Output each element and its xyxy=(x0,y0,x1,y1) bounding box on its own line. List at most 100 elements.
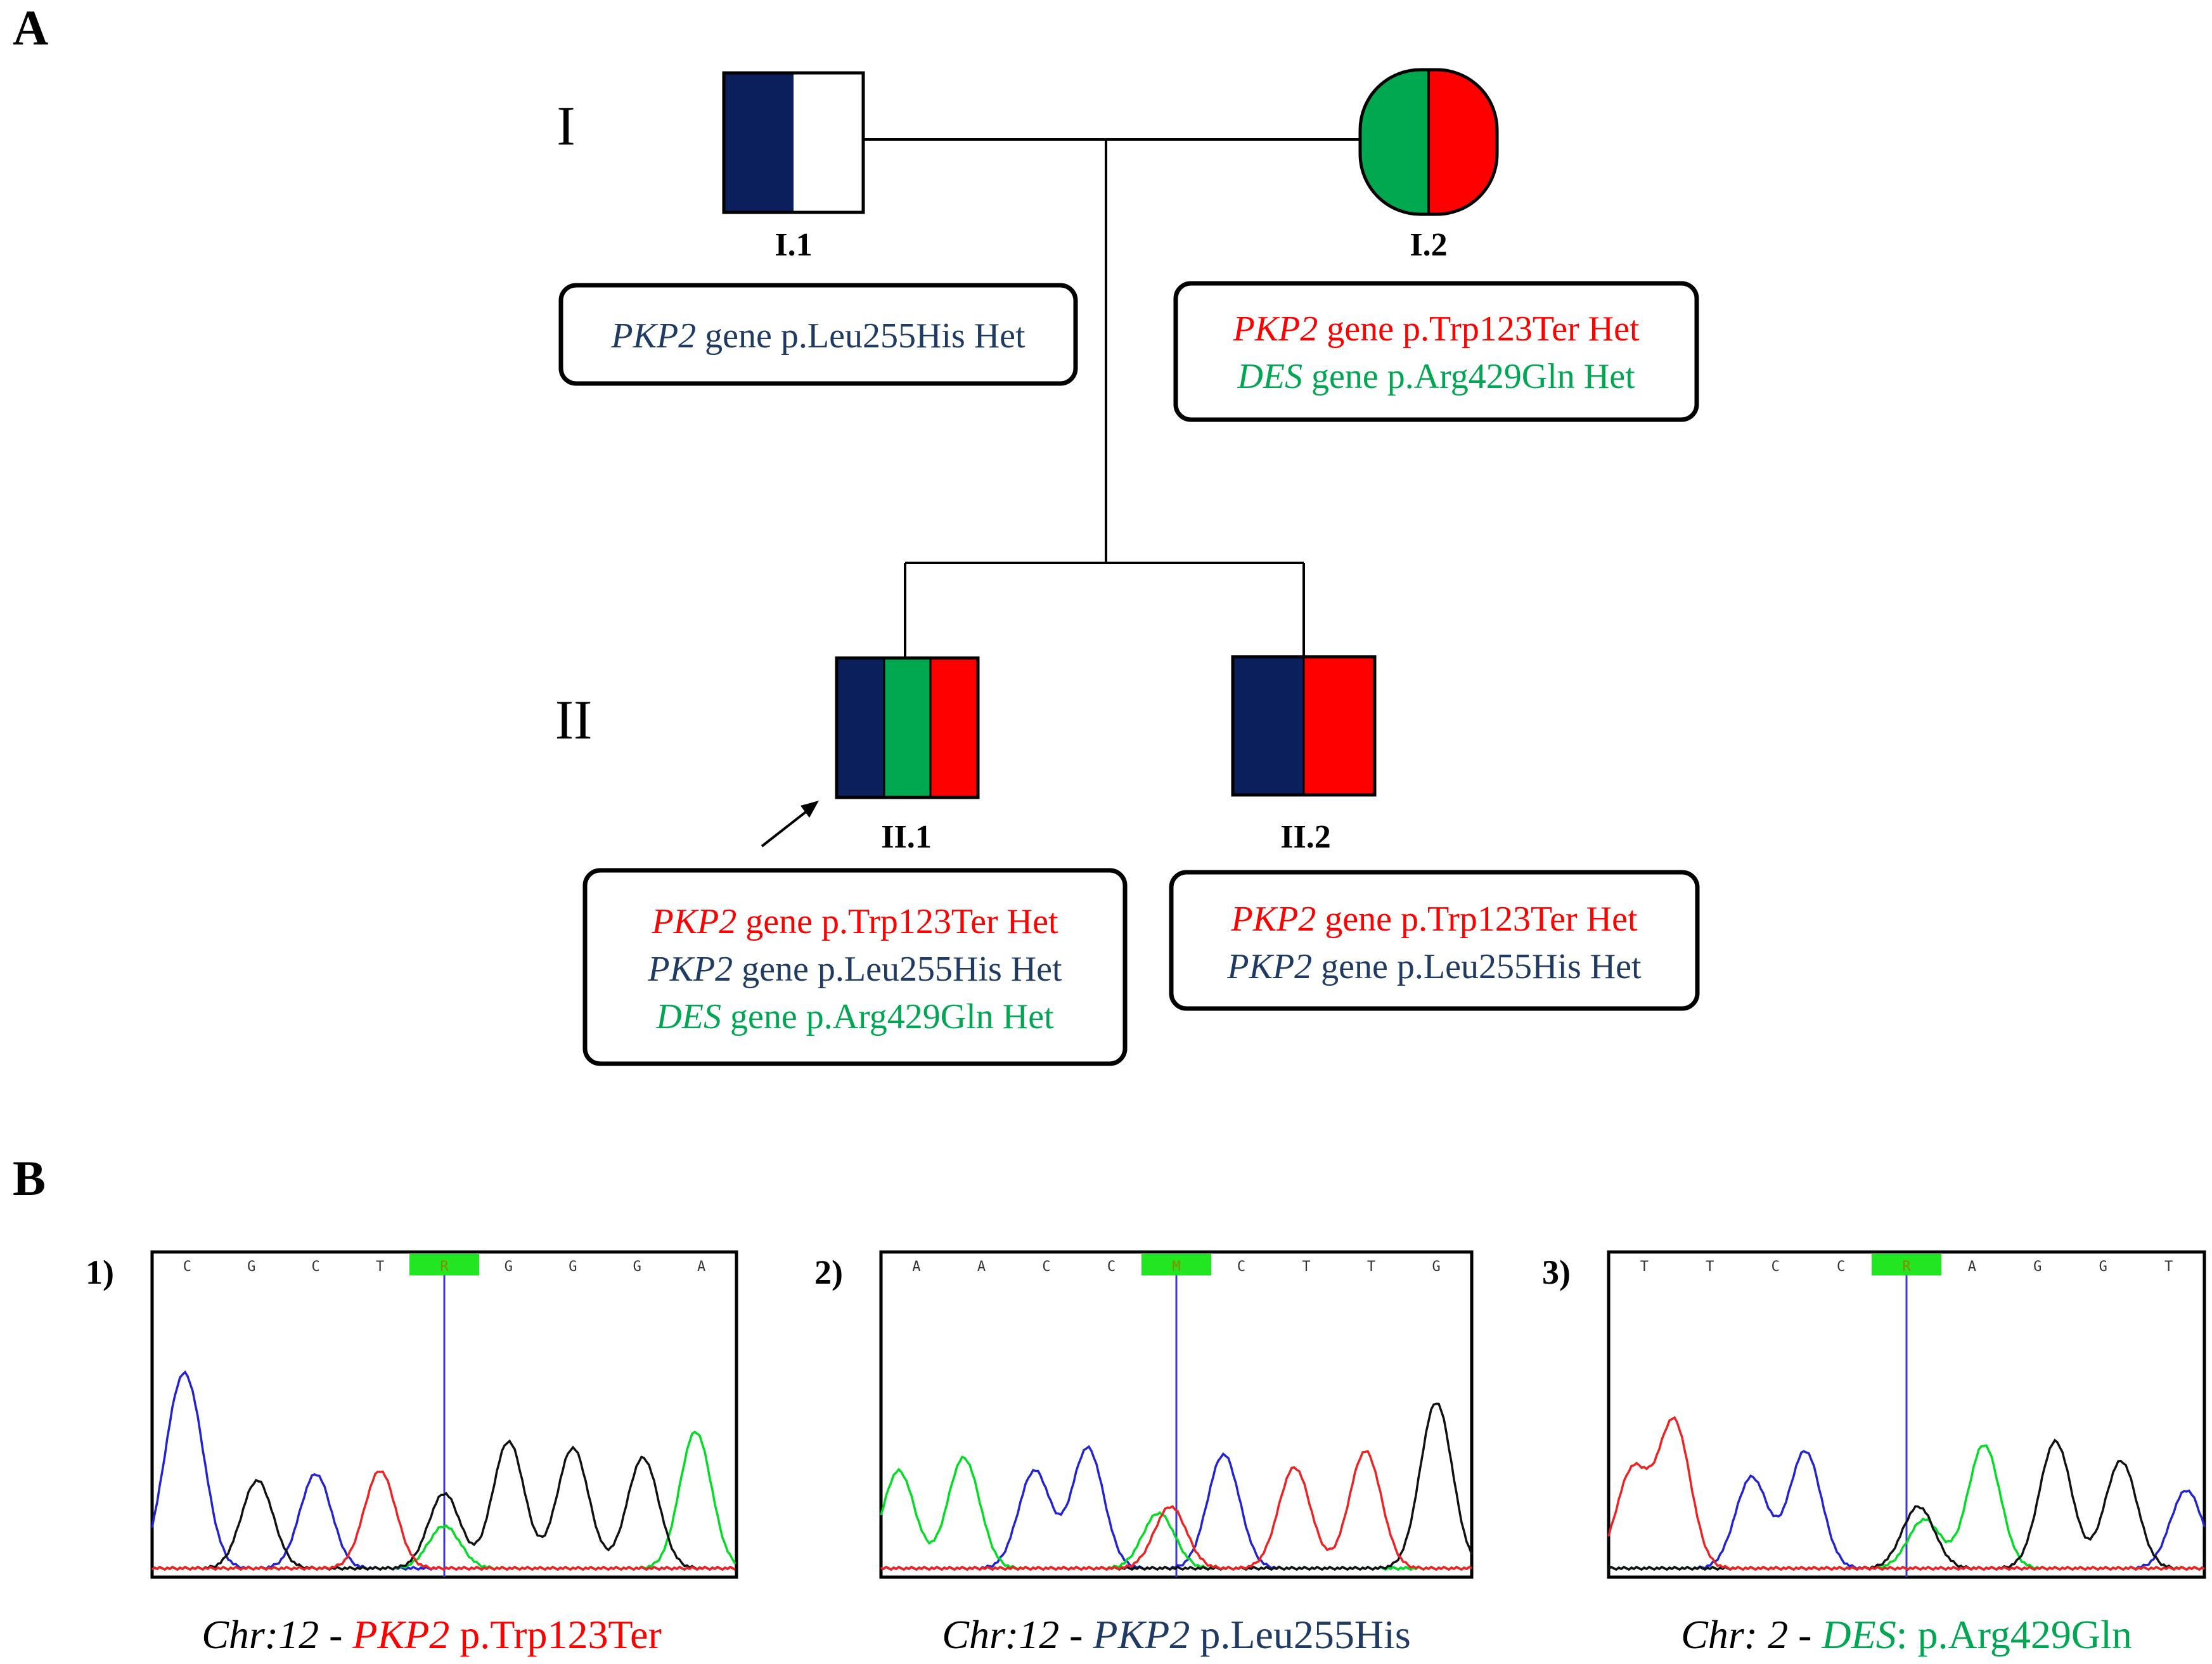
genotype-line: PKP2 gene p.Leu255His Het xyxy=(1226,947,1642,986)
gene-name: DES xyxy=(655,997,721,1036)
trace-red xyxy=(1607,1416,2205,1571)
base-call: G xyxy=(633,1259,641,1275)
base-call: C xyxy=(312,1259,320,1275)
gene-name: PKP2 xyxy=(647,950,733,989)
i2-red-half xyxy=(1429,70,1497,214)
variant-text: gene p.Arg429Gln Het xyxy=(1302,357,1635,396)
variant-text: gene p.Trp123Ter Het xyxy=(1316,900,1638,939)
ii1-id-label: II.1 xyxy=(881,819,931,855)
ii2-id-label: II.2 xyxy=(1280,819,1330,855)
variant-text: gene p.Trp123Ter Het xyxy=(1318,309,1640,349)
base-call: C xyxy=(1772,1259,1780,1275)
gene-name: PKP2 xyxy=(610,316,696,356)
ii2-red-half xyxy=(1304,657,1375,795)
i1-white-half xyxy=(794,73,863,212)
base-call: T xyxy=(1367,1259,1375,1275)
base-call: G xyxy=(2033,1259,2042,1275)
chromatogram-caption: Chr:12 - PKP2 p.Leu255His xyxy=(942,1612,1411,1657)
i2-green-half xyxy=(1360,70,1429,214)
base-call: T xyxy=(376,1259,384,1275)
base-call: T xyxy=(1640,1259,1649,1275)
gene-name: PKP2 xyxy=(1230,900,1316,939)
generation-label-i: I xyxy=(556,96,575,157)
genotype-line: PKP2 gene p.Trp123Ter Het xyxy=(1232,309,1639,349)
base-call: C xyxy=(1237,1259,1245,1275)
base-call: A xyxy=(912,1259,920,1275)
individual-ii1-symbol xyxy=(835,656,980,799)
variant-text: gene p.Leu255His Het xyxy=(733,950,1062,989)
genotype-box-i2 xyxy=(1173,281,1699,422)
base-call: G xyxy=(2099,1259,2107,1275)
caption-chromosome: Chr:12 - xyxy=(942,1612,1093,1657)
chromatogram-caption: Chr:12 - PKP2 p.Trp123Ter xyxy=(202,1612,662,1657)
gene-name: DES xyxy=(1237,357,1302,396)
ii2-outline xyxy=(1231,655,1377,797)
panel-b-label: B xyxy=(13,1151,46,1206)
ii2-navy-half xyxy=(1233,657,1304,795)
base-call: C xyxy=(183,1259,191,1275)
generation-label-ii: II xyxy=(555,690,593,751)
variant-text: gene p.Trp123Ter Het xyxy=(736,902,1058,941)
genotype-line: PKP2 gene p.Leu255His Het xyxy=(647,950,1062,989)
panel-a-label: A xyxy=(13,0,48,55)
base-call: A xyxy=(1968,1259,1976,1275)
gene-name: PKP2 xyxy=(651,902,736,941)
genotype-line: DES gene p.Arg429Gln Het xyxy=(1237,357,1635,396)
ii1-navy-stripe xyxy=(837,658,884,797)
trace-black xyxy=(151,1439,736,1571)
trace-red xyxy=(880,1450,1472,1571)
individual-ii2-symbol xyxy=(1231,655,1377,797)
chromatogram-number: 2) xyxy=(814,1253,843,1291)
caption-gene: PKP2 xyxy=(1092,1612,1190,1657)
variant-text: gene p.Arg429Gln Het xyxy=(721,997,1054,1036)
i1-id-label: I.1 xyxy=(775,227,812,263)
base-call: C xyxy=(1837,1259,1845,1275)
i1-outline xyxy=(722,71,865,214)
base-call: G xyxy=(247,1259,255,1275)
base-call: A xyxy=(697,1259,705,1275)
genotype-line: DES gene p.Arg429Gln Het xyxy=(655,997,1054,1036)
base-call: G xyxy=(505,1259,513,1275)
base-call: C xyxy=(1042,1259,1050,1275)
proband-arrow-icon xyxy=(761,801,819,848)
genotype-line: PKP2 gene p.Leu255His Het xyxy=(610,316,1026,356)
chromatogram-caption: Chr: 2 - DES: p.Arg429Gln xyxy=(1681,1612,2132,1657)
genotype-lines-i1: PKP2 gene p.Leu255His Het xyxy=(610,316,1026,356)
base-call: G xyxy=(1432,1259,1440,1275)
base-call: T xyxy=(2164,1259,2173,1275)
ii1-outline xyxy=(835,656,980,799)
genotype-line: PKP2 gene p.Trp123Ter Het xyxy=(651,902,1058,941)
caption-chromosome: Chr: 2 - xyxy=(1681,1612,1822,1657)
base-call: T xyxy=(1706,1259,1714,1275)
gene-name: PKP2 xyxy=(1226,947,1312,986)
variant-highlight xyxy=(1872,1254,1941,1275)
base-call: C xyxy=(1107,1259,1116,1275)
i2-id-label: I.2 xyxy=(1410,227,1447,263)
chromatogram-number: 1) xyxy=(86,1253,114,1291)
caption-variant: p.Leu255His xyxy=(1190,1612,1410,1657)
variant-highlight xyxy=(1141,1254,1211,1275)
variant-text: gene p.Leu255His Het xyxy=(1312,947,1642,986)
base-call: A xyxy=(977,1259,986,1275)
caption-gene: PKP2 xyxy=(352,1612,449,1657)
genotype-box-i1 xyxy=(558,283,1078,386)
trace-black xyxy=(1607,1438,2205,1571)
base-call: T xyxy=(1302,1259,1310,1275)
individual-i1-symbol xyxy=(722,71,865,214)
base-call: G xyxy=(569,1259,577,1275)
i2-outline xyxy=(1358,68,1499,216)
ii1-red-stripe xyxy=(930,658,978,797)
caption-chromosome: Chr:12 - xyxy=(202,1612,352,1657)
genotype-box-ii1 xyxy=(582,868,1128,1066)
gene-name: PKP2 xyxy=(1232,309,1318,349)
i1-navy-half xyxy=(724,73,794,212)
caption-variant: : p.Arg429Gln xyxy=(1896,1612,2132,1657)
individual-i2-symbol xyxy=(1358,68,1499,216)
